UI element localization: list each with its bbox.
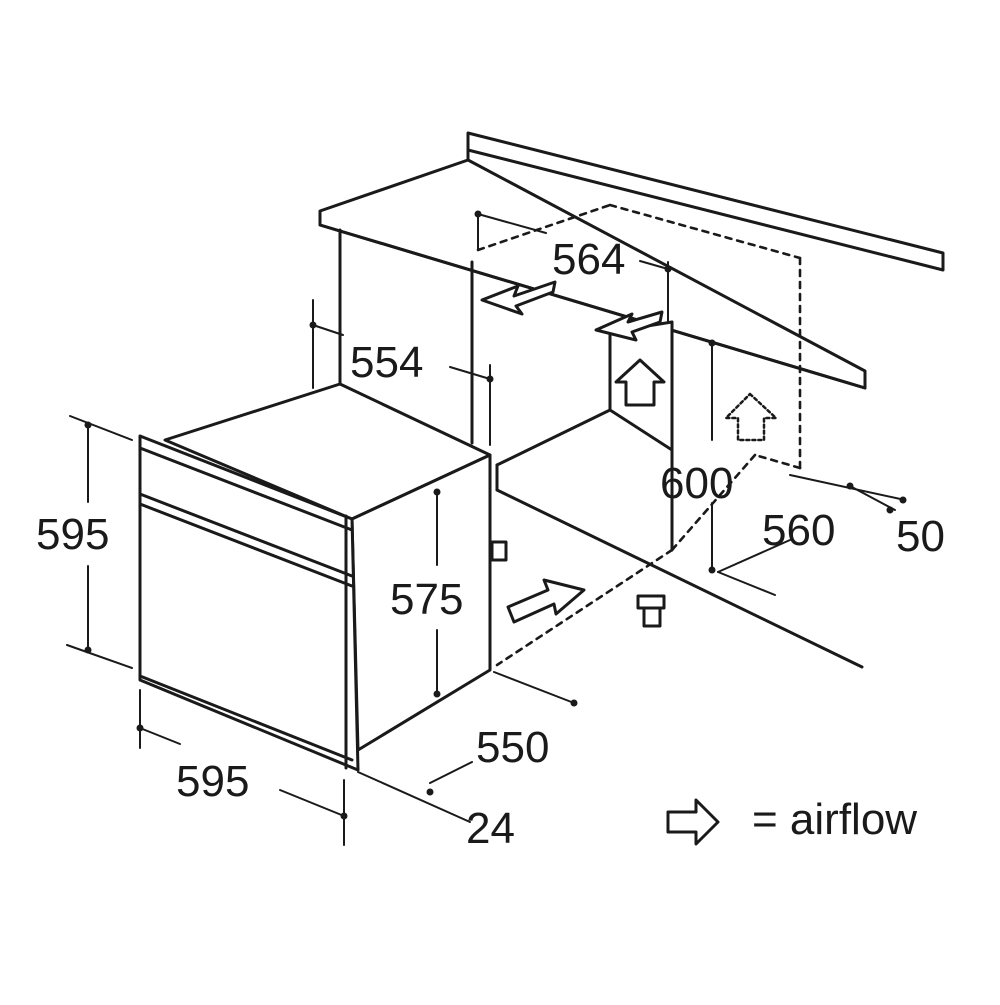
dim-label-560: 560 bbox=[762, 506, 835, 555]
airflow-arrow-icon bbox=[666, 798, 720, 846]
dim-label-554: 554 bbox=[350, 338, 423, 387]
dim-label-50: 50 bbox=[896, 512, 945, 561]
airflow-arrow-intake bbox=[506, 578, 586, 624]
airflow-arrow-up-rear bbox=[724, 392, 778, 442]
airflow-arrow-up-inner bbox=[614, 358, 666, 407]
dim-label-600: 600 bbox=[660, 459, 733, 508]
dim-label-595-width: 595 bbox=[176, 757, 249, 806]
legend-label: = airflow bbox=[752, 795, 917, 844]
dim-label-24: 24 bbox=[466, 804, 515, 853]
cabinet-foot-right bbox=[636, 594, 666, 628]
dim-label-550: 550 bbox=[476, 723, 549, 772]
dimension-dots bbox=[84, 210, 907, 820]
airflow-arrow-top-left bbox=[480, 280, 557, 316]
oven bbox=[138, 382, 492, 772]
dim-label-595-height: 595 bbox=[36, 510, 109, 559]
niche-outline bbox=[476, 203, 802, 667]
worktop bbox=[318, 131, 945, 390]
cabinet-foot-left bbox=[490, 540, 508, 562]
airflow-arrow-top-right bbox=[594, 310, 664, 342]
dim-label-575: 575 bbox=[390, 575, 463, 624]
dim-label-564: 564 bbox=[552, 235, 625, 284]
